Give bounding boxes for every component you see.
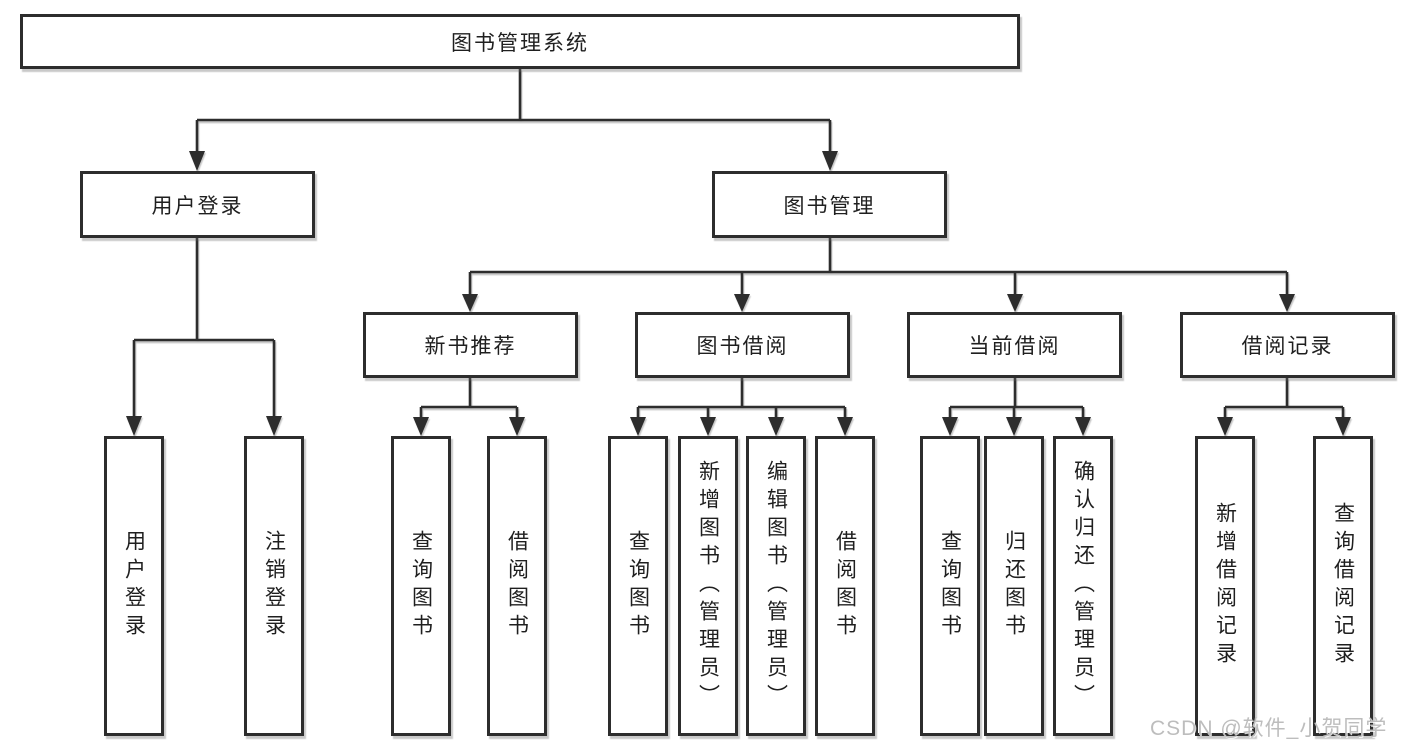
leaf-edit-books-admin: 编辑图书（管理员） <box>746 436 806 736</box>
leaf-add-books-admin: 新增图书（管理员） <box>678 436 738 736</box>
node-borrowing-records: 借阅记录 <box>1180 312 1395 378</box>
leaf-logout: 注销登录 <box>244 436 304 736</box>
node-label: 注销登录 <box>262 530 286 642</box>
node-label: 查询图书 <box>409 530 433 642</box>
connector-book-mgmt-children <box>468 238 1289 295</box>
connector-root-children <box>195 69 832 152</box>
leaf-query-borrow-record: 查询借阅记录 <box>1313 436 1373 736</box>
leaf-return-books: 归还图书 <box>984 436 1044 736</box>
node-label: 新增图书（管理员） <box>696 460 720 712</box>
node-label: 图书借阅 <box>696 335 789 358</box>
leaf-query-books-borrow: 查询图书 <box>608 436 668 736</box>
node-label: 新书推荐 <box>424 335 517 358</box>
connector-borrow-records-children <box>1223 378 1345 418</box>
node-label: 用户登录 <box>151 194 244 218</box>
leaf-confirm-return-admin: 确认归还（管理员） <box>1053 436 1113 736</box>
node-label: 图书管理 <box>783 194 876 218</box>
node-label: 查询图书 <box>938 530 962 642</box>
connector-new-books-children <box>419 378 519 418</box>
node-label: 编辑图书（管理员） <box>764 460 788 712</box>
leaf-query-books-current: 查询图书 <box>920 436 980 736</box>
node-book-borrowing: 图书借阅 <box>635 312 850 378</box>
leaf-add-borrow-record: 新增借阅记录 <box>1195 436 1255 736</box>
leaf-borrow-books: 借阅图书 <box>815 436 875 736</box>
connector-user-login-children <box>132 238 276 418</box>
connector-book-borrow-children <box>636 378 847 418</box>
node-new-book-recommendation: 新书推荐 <box>363 312 578 378</box>
node-label: 确认归还（管理员） <box>1071 460 1095 712</box>
csdn-watermark: CSDN @软件_小贺同学 <box>1150 717 1388 740</box>
leaf-user-login: 用户登录 <box>104 436 164 736</box>
node-label: 用户登录 <box>122 530 146 642</box>
node-label: 当前借阅 <box>968 335 1061 358</box>
node-label: 归还图书 <box>1002 530 1026 642</box>
connector-current-borrow-children <box>948 378 1085 418</box>
node-label: 借阅图书 <box>505 530 529 642</box>
node-library-system-root: 图书管理系统 <box>20 14 1020 69</box>
node-user-login: 用户登录 <box>80 171 315 238</box>
node-label: 查询图书 <box>626 530 650 642</box>
node-label: 新增借阅记录 <box>1213 502 1237 670</box>
node-label: 借阅图书 <box>833 530 857 642</box>
node-label: 查询借阅记录 <box>1331 502 1355 670</box>
leaf-query-books-recommend: 查询图书 <box>391 436 451 736</box>
node-current-borrowing: 当前借阅 <box>907 312 1122 378</box>
node-label: 借阅记录 <box>1241 335 1334 358</box>
leaf-borrow-books-recommend: 借阅图书 <box>487 436 547 736</box>
node-book-management: 图书管理 <box>712 171 947 238</box>
node-label: 图书管理系统 <box>451 31 589 55</box>
